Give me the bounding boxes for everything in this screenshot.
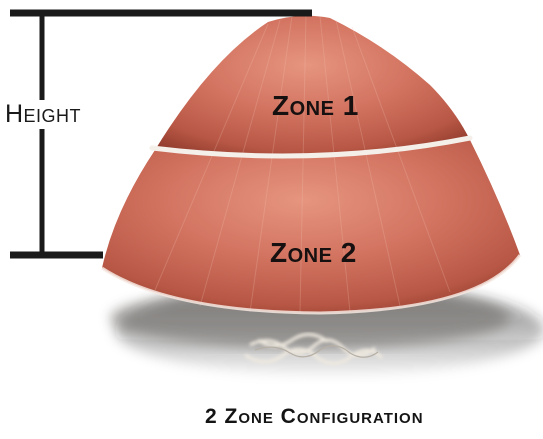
figure-caption: 2 Zone Configuration [205, 405, 424, 429]
zone-1-label: Zone 1 [272, 90, 359, 122]
canopy-zone-1 [155, 16, 470, 157]
height-label: Height [3, 100, 83, 129]
zone-2-label: Zone 2 [270, 237, 357, 269]
canopy-zone-2 [102, 140, 520, 313]
